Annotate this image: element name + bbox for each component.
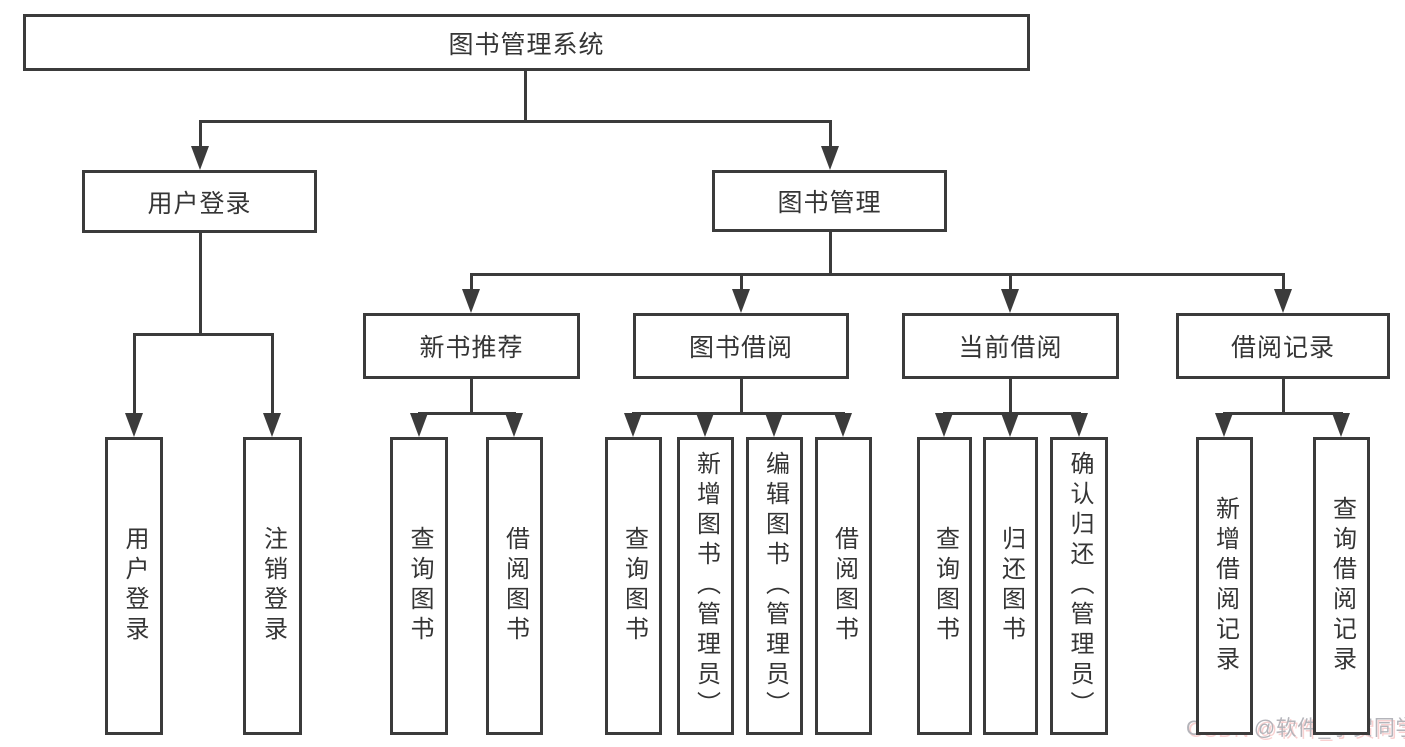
borrowing-records-label: 借阅记录 — [1230, 334, 1335, 362]
arrowhead-down-icon — [821, 146, 839, 170]
new-book-recommend-label: 新书推荐 — [419, 334, 524, 362]
arrowhead-down-icon — [1332, 413, 1350, 437]
leaf-query-borrow-record-box: 查询借阅记录 — [1313, 437, 1370, 735]
current-borrowing-box: 当前借阅 — [902, 313, 1119, 379]
connector-3-stem — [469, 379, 473, 415]
book-borrowing-label: 图书借阅 — [688, 334, 793, 362]
arrowhead-down-icon — [1274, 289, 1292, 313]
connector-2-drop-0 — [469, 273, 473, 301]
new-book-recommend-box: 新书推荐 — [363, 313, 580, 379]
arrowhead-down-icon — [1215, 413, 1233, 437]
leaf-query-books-3-label: 查询图书 — [931, 526, 959, 646]
leaf-return-book-box: 归还图书 — [983, 437, 1038, 735]
leaf-query-books-2-box: 查询图书 — [605, 437, 662, 735]
current-borrowing-label: 当前借阅 — [958, 334, 1063, 362]
book-borrowing-box: 图书借阅 — [633, 313, 849, 379]
arrowhead-down-icon — [765, 413, 783, 437]
leaf-borrow-books-2-box: 借阅图书 — [815, 437, 872, 735]
connector-0-stem — [523, 71, 527, 123]
leaf-query-borrow-record-label: 查询借阅记录 — [1328, 496, 1356, 676]
leaf-add-borrow-record-label: 新增借阅记录 — [1211, 496, 1239, 676]
leaf-add-book-admin-label: 新增图书（管理员） — [692, 451, 720, 721]
arrowhead-down-icon — [834, 413, 852, 437]
leaf-edit-book-admin-box: 编辑图书（管理员） — [746, 437, 803, 735]
connector-4-branch — [631, 412, 845, 415]
leaf-query-books-1-box: 查询图书 — [390, 437, 448, 735]
connector-0-drop-1 — [828, 120, 832, 158]
connector-1-drop-0 — [132, 333, 136, 425]
arrowhead-down-icon — [505, 413, 523, 437]
leaf-confirm-return-label: 确认归还（管理员） — [1066, 451, 1093, 721]
connector-6-branch — [1222, 412, 1343, 415]
connector-1-drop-1 — [270, 333, 274, 425]
arrowhead-down-icon — [191, 146, 209, 170]
leaf-user-login-box: 用户登录 — [105, 437, 163, 735]
connector-5-stem — [1008, 379, 1012, 415]
arrowhead-down-icon — [263, 413, 281, 437]
connector-0-drop-0 — [198, 120, 202, 158]
connector-1-stem — [198, 233, 202, 336]
root-system-box: 图书管理系统 — [23, 14, 1030, 71]
connector-1-branch — [132, 333, 274, 336]
leaf-query-books-1-label: 查询图书 — [406, 526, 433, 646]
root-system-label: 图书管理系统 — [448, 30, 605, 59]
borrowing-records-box: 借阅记录 — [1176, 313, 1390, 379]
leaf-add-borrow-record-box: 新增借阅记录 — [1196, 437, 1253, 735]
user-login-box: 用户登录 — [82, 170, 317, 233]
arrowhead-down-icon — [1070, 413, 1088, 437]
leaf-query-books-3-box: 查询图书 — [917, 437, 972, 735]
connector-2-drop-3 — [1281, 273, 1285, 301]
connector-2-branch — [469, 273, 1285, 276]
leaf-borrow-books-1-label: 借阅图书 — [501, 526, 529, 646]
arrowhead-down-icon — [1001, 413, 1019, 437]
book-management-label: 图书管理 — [777, 189, 882, 217]
arrowhead-down-icon — [624, 413, 642, 437]
connector-2-drop-1 — [739, 273, 743, 301]
connector-3-branch — [417, 412, 516, 415]
arrowhead-down-icon — [696, 413, 714, 437]
arrowhead-down-icon — [462, 289, 480, 313]
arrowhead-down-icon — [1001, 289, 1019, 313]
connector-2-drop-2 — [1008, 273, 1012, 301]
arrowhead-down-icon — [732, 289, 750, 313]
leaf-borrow-books-2-label: 借阅图书 — [830, 526, 858, 646]
arrowhead-down-icon — [410, 413, 428, 437]
leaf-query-books-2-label: 查询图书 — [620, 526, 648, 646]
leaf-user-login-label: 用户登录 — [121, 526, 148, 646]
connector-4-stem — [739, 379, 743, 415]
leaf-logout-label: 注销登录 — [259, 526, 287, 646]
arrowhead-down-icon — [125, 413, 143, 437]
connector-6-stem — [1281, 379, 1285, 415]
user-login-label: 用户登录 — [147, 189, 252, 218]
leaf-edit-book-admin-label: 编辑图书（管理员） — [761, 451, 789, 721]
leaf-logout-box: 注销登录 — [243, 437, 302, 735]
leaf-add-book-admin-box: 新增图书（管理员） — [677, 437, 734, 735]
connector-2-stem — [828, 232, 832, 276]
arrowhead-down-icon — [935, 413, 953, 437]
leaf-return-book-label: 归还图书 — [997, 526, 1025, 646]
leaf-confirm-return-box: 确认归还（管理员） — [1050, 437, 1108, 735]
leaf-borrow-books-1-box: 借阅图书 — [486, 437, 543, 735]
book-management-box: 图书管理 — [712, 170, 947, 232]
connector-0-branch — [198, 120, 832, 123]
